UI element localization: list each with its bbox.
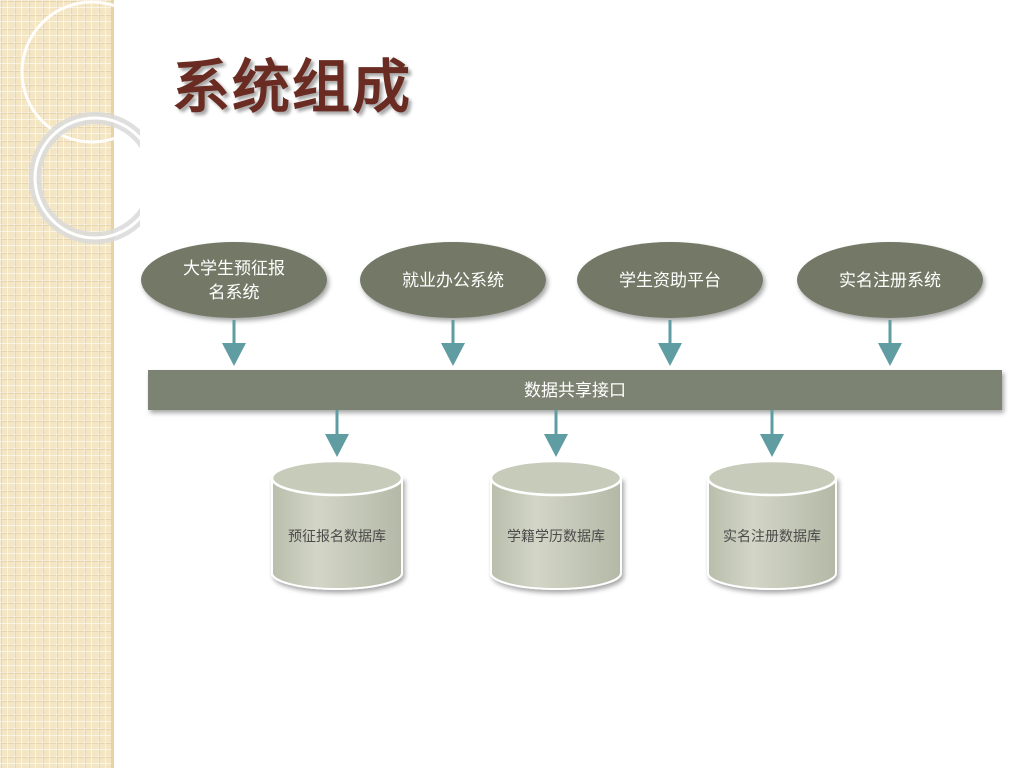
decorative-circles xyxy=(20,0,140,244)
database-label: 学籍学历数据库 xyxy=(507,528,605,545)
database-cylinder-top xyxy=(270,459,404,497)
interface-bar-label: 数据共享接口 xyxy=(524,381,626,401)
system-node-4: 实名注册系统 xyxy=(797,242,983,318)
interface-bar-shape xyxy=(148,370,1002,410)
arrows-interface-to-databases xyxy=(325,410,784,457)
arrow-down xyxy=(325,410,349,457)
system-node-label: 实名注册系统 xyxy=(839,271,941,291)
arrow-down xyxy=(658,320,682,366)
system-node-label: 学生资助平台 xyxy=(619,271,721,291)
deco-circle-large xyxy=(20,0,140,144)
arrows-systems-to-interface xyxy=(222,320,902,366)
database-cylinder-body xyxy=(490,477,622,590)
arrow-down xyxy=(222,320,246,366)
database-label: 实名注册数据库 xyxy=(723,529,821,545)
system-node-1: 大学生预征报 名系统 xyxy=(141,242,327,318)
system-node-3: 学生资助平台 xyxy=(577,242,763,318)
interface-bar: 数据共享接口 xyxy=(148,370,1002,410)
system-node-shape xyxy=(577,242,763,318)
arrow-down xyxy=(760,410,784,457)
system-node-shape xyxy=(360,242,546,318)
system-node-label: 名系统 xyxy=(209,283,260,303)
database-cylinder-top xyxy=(706,459,838,497)
arrow-down xyxy=(878,320,902,366)
database-3: 实名注册数据库 xyxy=(706,459,838,590)
database-cylinder-body xyxy=(707,477,837,590)
system-node-shape xyxy=(797,242,983,318)
arrow-down xyxy=(441,320,465,366)
system-node-2: 就业办公系统 xyxy=(360,242,546,318)
database-1: 预征报名数据库 xyxy=(270,459,404,590)
strip-edge xyxy=(111,0,114,768)
arrow-down xyxy=(544,410,568,457)
database-label: 预征报名数据库 xyxy=(288,529,386,545)
deco-circle-small-inner xyxy=(33,116,140,240)
database-2: 学籍学历数据库 xyxy=(489,459,623,590)
system-node-shape xyxy=(141,242,327,318)
database-cylinder-body xyxy=(271,477,403,590)
system-node-label: 大学生预征报 xyxy=(183,259,285,279)
database-cylinder-top xyxy=(489,459,623,497)
system-node-label: 就业办公系统 xyxy=(402,271,504,291)
slide-title: 系统组成 xyxy=(172,53,413,121)
